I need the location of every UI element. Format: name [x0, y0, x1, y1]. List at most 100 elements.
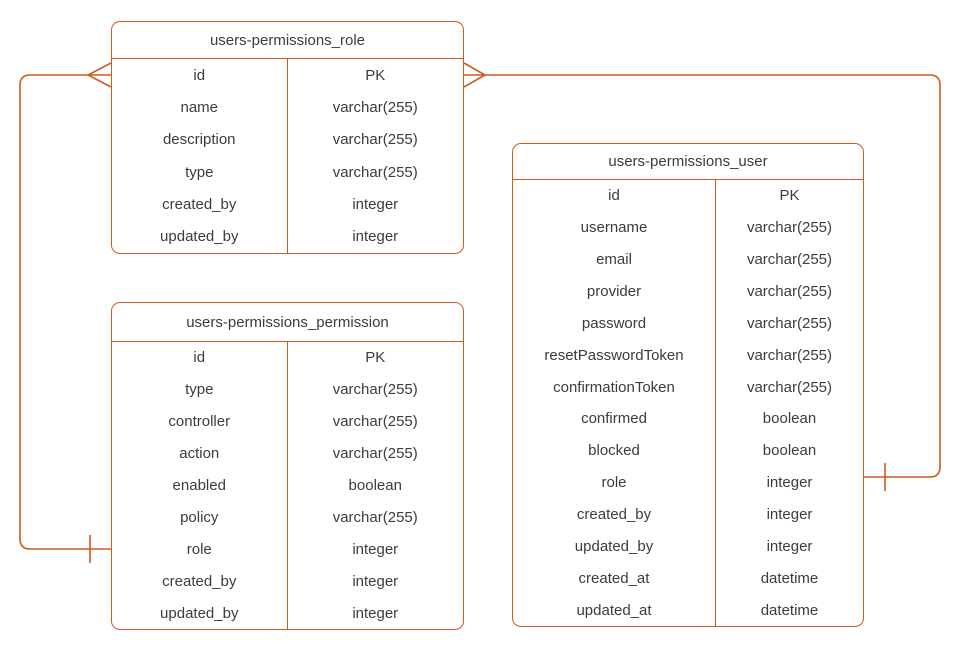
field-type: varchar(255) — [332, 163, 418, 181]
field-type: varchar(255) — [746, 314, 833, 332]
field-row: controller varchar(255) — [112, 405, 463, 438]
field-row: email varchar(255) — [513, 243, 863, 276]
field-type: integer — [352, 540, 399, 558]
field-name: provider — [513, 275, 716, 308]
field-type: integer — [352, 604, 399, 622]
field-type: integer — [352, 195, 399, 213]
field-row: policy varchar(255) — [112, 501, 463, 534]
field-name: controller — [112, 405, 288, 438]
table-body: id PK type varchar(255) controller varchar(25… — [112, 342, 463, 630]
field-name: type — [112, 373, 288, 406]
table-title: users-permissions_permission — [112, 303, 463, 342]
field-row: id PK — [112, 342, 463, 374]
field-row: updated_by integer — [513, 530, 863, 563]
field-row: type varchar(255) — [112, 373, 463, 406]
field-row: blocked boolean — [513, 434, 863, 467]
field-row: id PK — [112, 59, 463, 92]
field-name: role — [513, 466, 716, 499]
field-type: boolean — [762, 442, 817, 460]
field-type: boolean — [348, 477, 402, 494]
table-title: users-permissions_user — [513, 144, 863, 180]
field-name: role — [112, 533, 288, 566]
field-name: id — [513, 180, 716, 212]
field-type: varchar(255) — [332, 98, 418, 116]
field-row: enabled boolean — [112, 469, 463, 502]
table-body: id PK username varchar(255) email varchar(255… — [513, 180, 863, 627]
field-row: type varchar(255) — [112, 155, 463, 189]
field-name: id — [112, 342, 288, 374]
field-name: updated_by — [112, 597, 288, 630]
field-row: name varchar(255) — [112, 91, 463, 124]
field-row: created_by integer — [112, 188, 463, 221]
field-type: varchar(255) — [332, 413, 418, 431]
entity-table-permission[interactable]: users-permissions_permission id PK type var… — [111, 302, 464, 630]
field-name: type — [112, 155, 288, 189]
field-row: updated_by integer — [112, 220, 463, 253]
many-crowsfoot-icon — [463, 62, 487, 88]
field-name: created_by — [112, 188, 288, 221]
field-name: description — [112, 123, 288, 156]
field-row: provider varchar(255) — [513, 275, 863, 308]
field-name: password — [513, 307, 716, 340]
field-type: integer — [352, 228, 399, 246]
field-name: created_by — [513, 498, 716, 531]
field-row: updated_by integer — [112, 597, 463, 630]
field-type: integer — [766, 474, 813, 492]
field-row: id PK — [513, 180, 863, 212]
field-name: enabled — [112, 469, 288, 502]
field-type: datetime — [760, 569, 819, 587]
field-row: created_at datetime — [513, 562, 863, 595]
field-row: role integer — [513, 466, 863, 499]
relationship-role-user[interactable] — [463, 62, 941, 491]
field-row: username varchar(255) — [513, 211, 863, 244]
field-type: varchar(255) — [332, 381, 418, 399]
field-type: varchar(255) — [332, 508, 418, 526]
field-name: updated_by — [513, 530, 716, 563]
field-type: varchar(255) — [746, 219, 833, 237]
field-row: confirmed boolean — [513, 403, 863, 435]
field-type: PK — [779, 187, 800, 205]
field-name: name — [112, 91, 288, 124]
field-row: created_by integer — [112, 565, 463, 598]
entity-table-user[interactable]: users-permissions_user id PK username varch… — [512, 143, 864, 627]
many-crowsfoot-icon — [86, 62, 112, 88]
field-name: policy — [112, 501, 288, 534]
field-type: varchar(255) — [746, 251, 833, 269]
field-name: created_by — [112, 565, 288, 598]
field-row: description varchar(255) — [112, 123, 463, 156]
field-name: blocked — [513, 434, 716, 467]
field-type: integer — [766, 506, 813, 524]
field-name: confirmed — [513, 403, 716, 435]
field-type: integer — [352, 572, 399, 590]
table-body: id PK name varchar(255) description varchar(2… — [112, 59, 463, 253]
relationship-role-permission[interactable] — [19, 62, 112, 563]
field-row: role integer — [112, 533, 463, 566]
field-type: datetime — [760, 601, 819, 619]
table-title: users-permissions_role — [112, 22, 463, 59]
field-name: confirmationToken — [513, 371, 716, 404]
field-type: varchar(255) — [332, 445, 418, 463]
field-type: varchar(255) — [746, 346, 833, 364]
field-name: id — [112, 59, 288, 92]
field-type: integer — [766, 537, 813, 555]
field-name: email — [513, 243, 716, 276]
field-name: updated_by — [112, 220, 288, 253]
entity-table-role[interactable]: users-permissions_role id PK name varchar(2… — [111, 21, 464, 254]
field-type: PK — [365, 66, 386, 84]
field-type: varchar(255) — [746, 283, 833, 300]
field-type: PK — [365, 349, 386, 367]
field-type: boolean — [762, 410, 817, 428]
field-name: username — [513, 211, 716, 244]
relationship-line[interactable] — [485, 74, 941, 478]
field-row: confirmationToken varchar(255) — [513, 371, 863, 404]
field-type: varchar(255) — [746, 378, 833, 396]
relationship-line[interactable] — [19, 74, 111, 550]
field-row: created_by integer — [513, 498, 863, 531]
field-name: created_at — [513, 562, 716, 595]
field-type: varchar(255) — [332, 131, 418, 149]
